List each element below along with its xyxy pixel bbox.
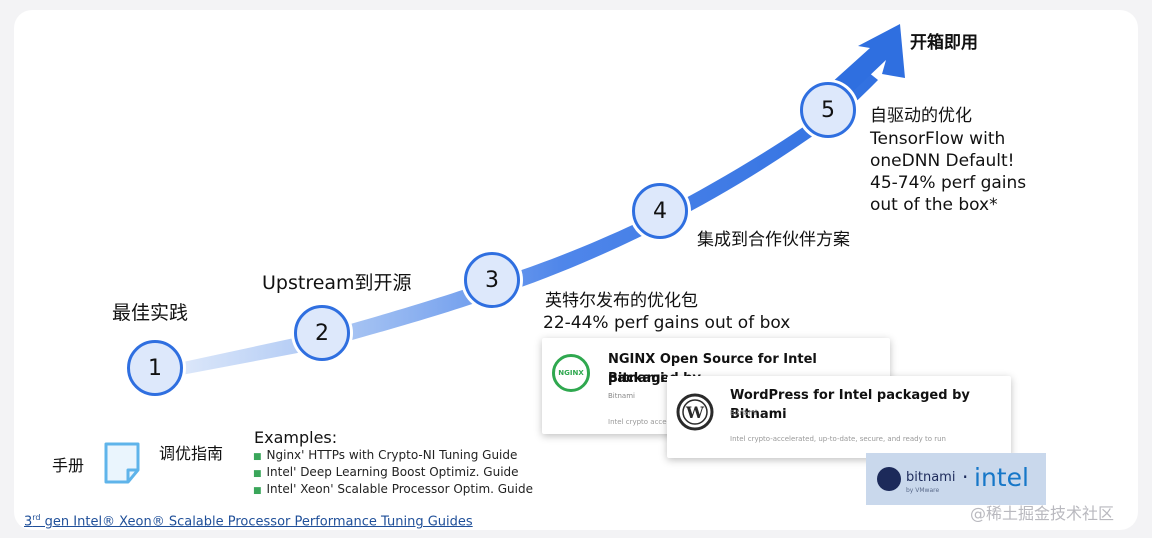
footer-guides-link[interactable]: 3rd gen Intel® Xeon® Scalable Processor … (24, 513, 473, 529)
step-3-circle: 3 (464, 252, 520, 308)
footer-link-sup: rd (32, 513, 41, 522)
step-5-detail-1: TensorFlow with (870, 129, 1006, 149)
bitnami-logo-mark (877, 467, 901, 491)
example-item: ■ Intel' Xeon' Scalable Processor Optim. … (253, 482, 533, 499)
step-3-label: 英特尔发布的优化包 (545, 291, 698, 311)
arrowhead (830, 24, 905, 98)
step-5-detail-4: out of the box* (870, 195, 998, 215)
step-1-circle: 1 (127, 340, 183, 396)
wordpress-icon: W (676, 393, 714, 431)
step-2-label: Upstream到开源 (262, 272, 412, 294)
bullet-icon: ■ (253, 452, 262, 462)
step-1-label: 最佳实践 (112, 302, 189, 324)
nginx-logo-text: NGINX (558, 369, 584, 377)
nginx-card-desc: Intel crypto acce (608, 418, 667, 426)
step-4-circle: 4 (632, 183, 688, 239)
nginx-logo: NGINX (552, 354, 590, 392)
example-item: ■ Nginx' HTTPs with Crypto-NI Tuning Guid… (253, 448, 533, 465)
example-item: ■ Intel' Deep Learning Boost Optimiz. Gui… (253, 465, 533, 482)
guide-label: 调优指南 (159, 444, 224, 463)
step-number: 4 (653, 198, 667, 224)
nginx-card-publisher: Bitnami (608, 392, 635, 400)
examples-list: ■ Nginx' HTTPs with Crypto-NI Tuning Guid… (253, 448, 533, 499)
example-text: Intel' Deep Learning Boost Optimiz. Guid… (266, 465, 519, 479)
example-text: Intel' Xeon' Scalable Processor Optim. G… (266, 482, 533, 496)
watermark: @稀土掘金技术社区 (970, 504, 1115, 523)
bitnami-sub: by VMware (906, 487, 940, 494)
footer-link-text: gen Intel® Xeon® Scalable Processor Perf… (40, 514, 473, 530)
step-5-detail-2: oneDNN Default! (870, 151, 1015, 171)
step-3-detail: 22-44% perf gains out of box (543, 313, 791, 333)
step-2-circle: 2 (294, 305, 350, 361)
svg-text:W: W (685, 403, 705, 422)
bitnami-logo: bitnami (906, 470, 956, 485)
step-5-circle: 5 (800, 82, 856, 138)
examples-heading: Examples: (254, 428, 338, 447)
step-5-label: 自驱动的优化 (870, 106, 972, 126)
step-4-label: 集成到合作伙伴方案 (697, 230, 850, 250)
step-5-detail-3: 45-74% perf gains (870, 173, 1027, 193)
manual-label: 手册 (52, 456, 85, 475)
bullet-icon: ■ (253, 486, 262, 496)
logo-separator: · (962, 465, 969, 489)
step-number: 5 (821, 97, 835, 123)
step-number: 1 (148, 355, 162, 381)
step-number: 3 (485, 267, 499, 293)
arrow-label: 开箱即用 (910, 33, 978, 53)
partner-logos: bitnami by VMware · intel (866, 453, 1046, 505)
document-icon (104, 442, 140, 484)
step-number: 2 (315, 320, 329, 346)
wordpress-card-desc: Intel crypto-accelerated, up-to-date, se… (730, 435, 946, 443)
nginx-card-title-line2: Bitnami (608, 371, 665, 386)
wordpress-card-title: WordPress for Intel packaged by Bitnami (730, 388, 970, 422)
bullet-icon: ■ (253, 469, 262, 479)
footer-link-prefix: 3 (24, 514, 33, 530)
wordpress-card[interactable]: W WordPress for Intel packaged by Bitnam… (667, 376, 1011, 458)
intel-logo: intel (974, 463, 1029, 492)
example-text: Nginx' HTTPs with Crypto-NI Tuning Guide (266, 448, 518, 462)
wordpress-card-publisher: Bitnami (730, 409, 757, 417)
